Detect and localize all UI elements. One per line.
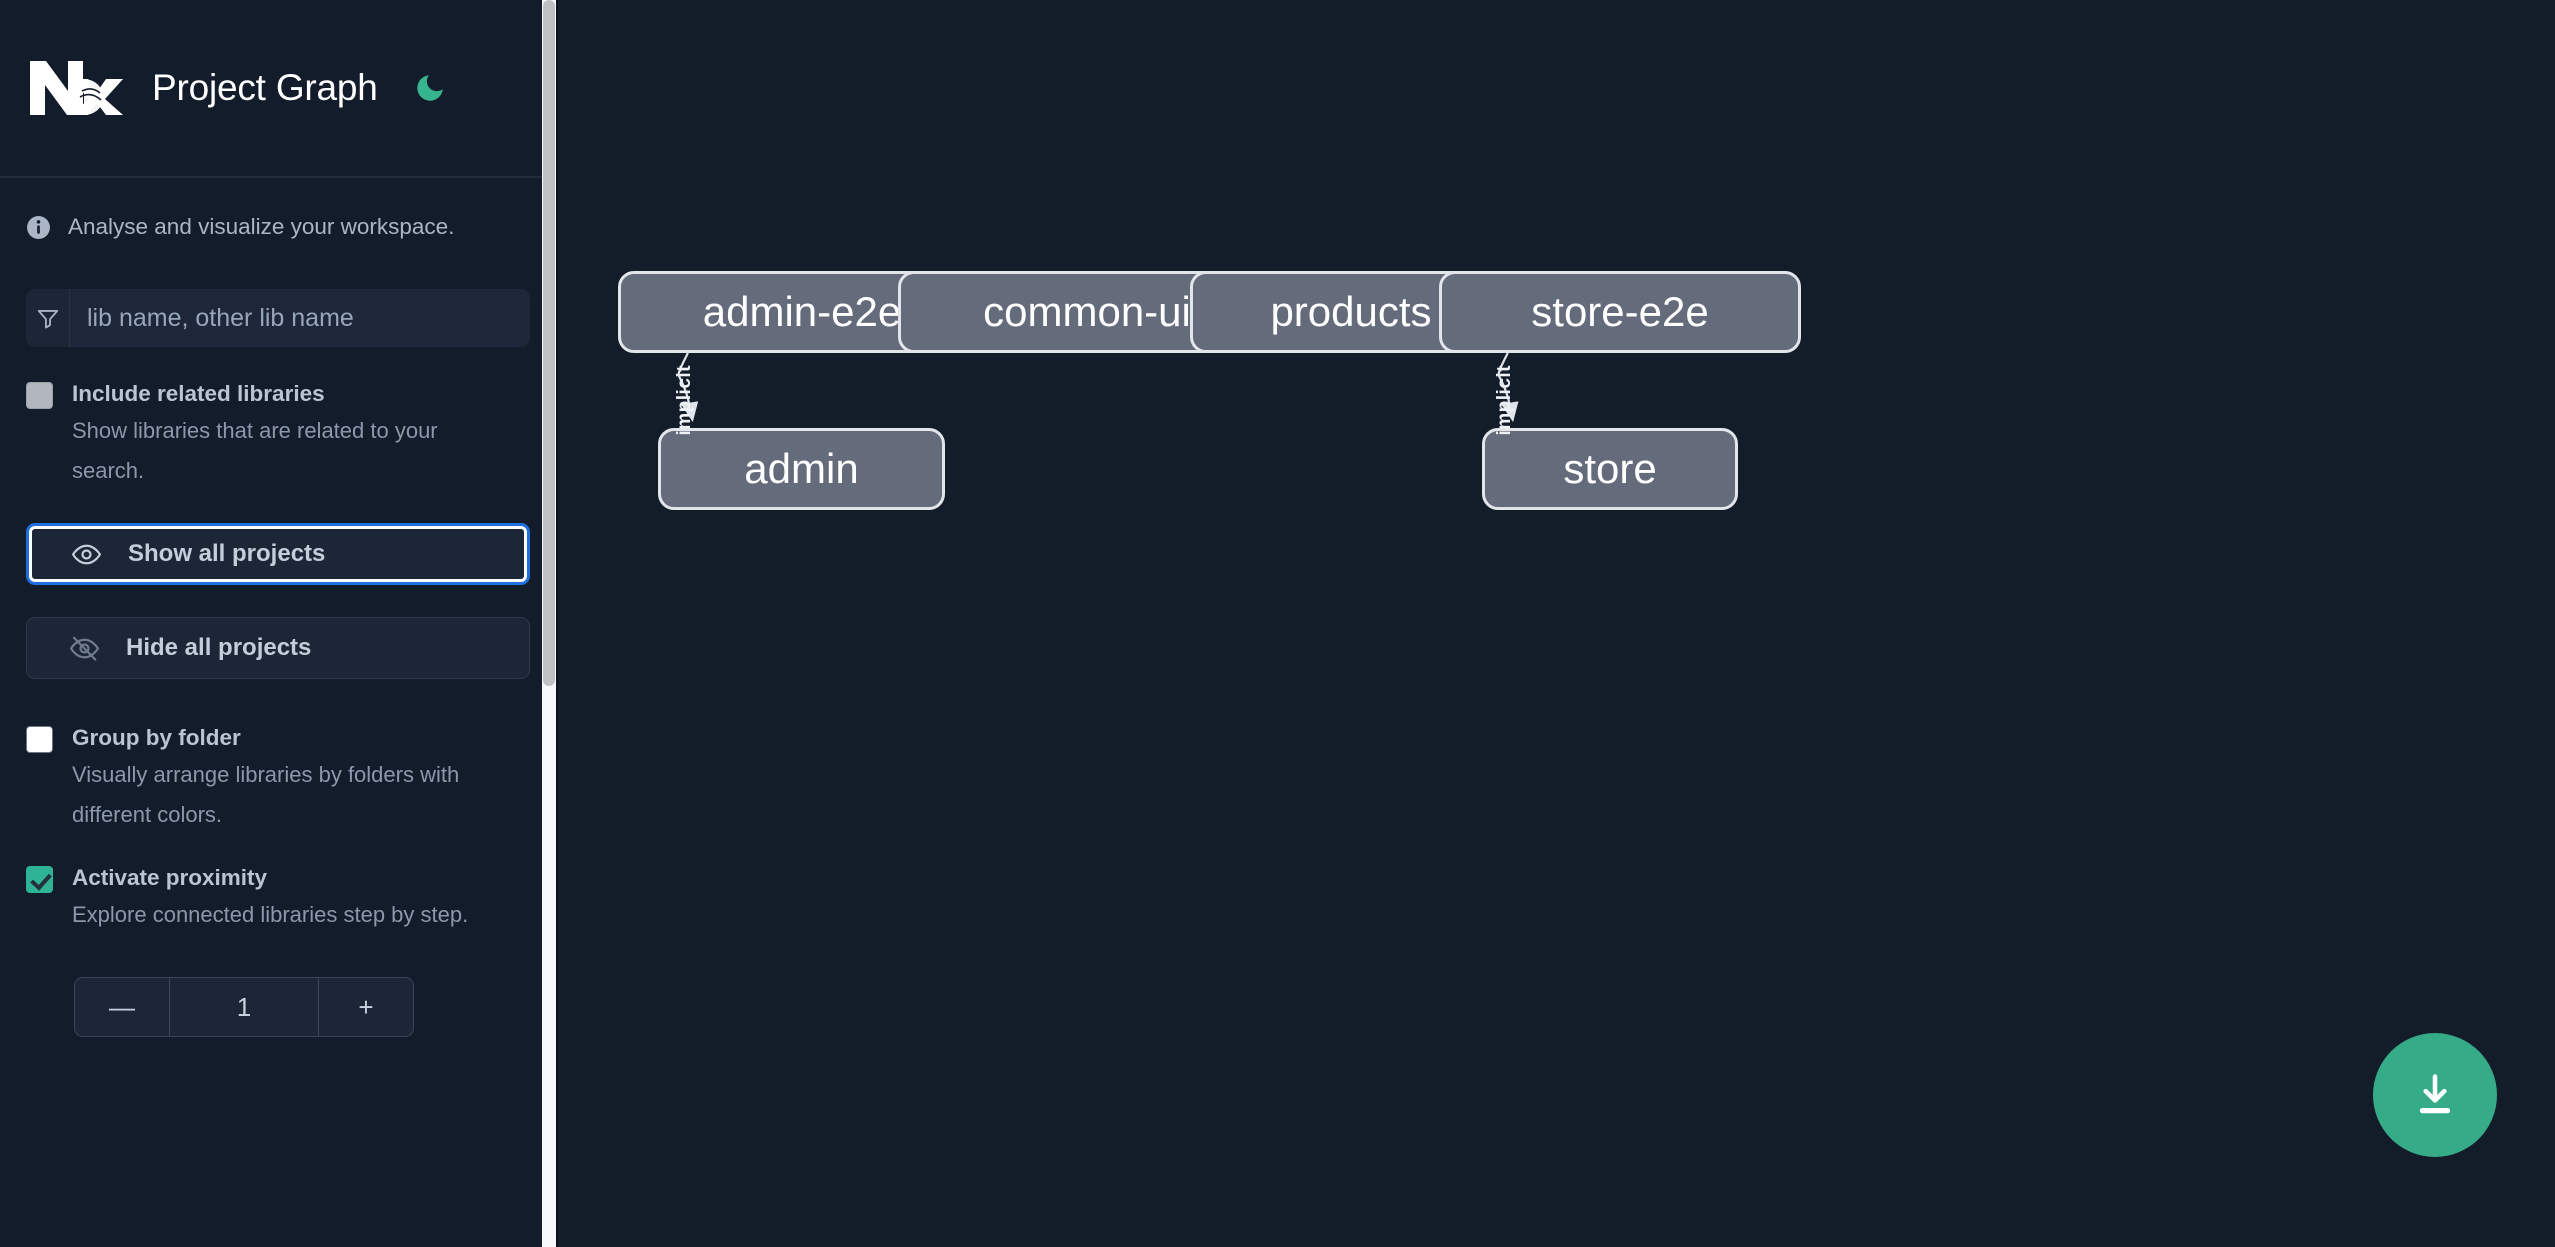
- option-description: Explore connected libraries step by step…: [72, 902, 469, 927]
- moon-icon[interactable]: [408, 66, 452, 110]
- hide-all-projects-button[interactable]: Hide all projects: [26, 617, 530, 679]
- checkbox-include-related-libraries: [26, 382, 53, 409]
- eye-off-icon: [69, 633, 104, 664]
- graph-node-store-e2e[interactable]: store-e2e: [1439, 271, 1801, 353]
- proximity-stepper[interactable]: — 1 +: [74, 977, 414, 1037]
- option-description: Visually arrange libraries by folders wi…: [72, 762, 460, 827]
- search-input[interactable]: [70, 289, 530, 347]
- download-icon: [2419, 1074, 2451, 1114]
- graph-edges: [677, 352, 1519, 423]
- sidebar-scrollbar-thumb[interactable]: [543, 0, 555, 686]
- edge-label-admin-e2e-to-admin: implicit: [673, 365, 695, 436]
- option-text: Activate proximity Explore connected lib…: [72, 861, 468, 935]
- download-graph-button[interactable]: [2373, 1033, 2497, 1157]
- option-text: Include related libraries Show libraries…: [72, 377, 512, 491]
- sidebar-scrollbar[interactable]: [542, 0, 556, 1247]
- funnel-icon: [26, 289, 70, 347]
- show-all-projects-button[interactable]: Show all projects: [26, 523, 530, 585]
- stepper-value: 1: [236, 991, 252, 1022]
- page-title: Project Graph: [152, 67, 378, 108]
- option-activate-proximity[interactable]: Activate proximity Explore connected lib…: [26, 861, 530, 935]
- graph-node-store[interactable]: store: [1482, 428, 1738, 510]
- checkbox-group-by-folder[interactable]: [26, 726, 53, 753]
- eye-icon: [71, 539, 106, 570]
- filter-box[interactable]: [26, 289, 530, 347]
- hide-all-projects-label: Hide all projects: [126, 634, 312, 661]
- edge-label-store-e2e-to-store: implicit: [1493, 365, 1515, 436]
- option-include-related-libraries[interactable]: Include related libraries Show libraries…: [26, 377, 530, 491]
- option-description: Show libraries that are related to your …: [72, 418, 438, 483]
- tagline-text: Analyse and visualize your workspace.: [68, 214, 455, 239]
- option-text: Group by folder Visually arrange librari…: [72, 721, 512, 835]
- nx-logo-icon: [26, 57, 124, 119]
- option-group-by-folder[interactable]: Group by folder Visually arrange librari…: [26, 721, 530, 835]
- sidebar-body: Analyse and visualize your workspace. In…: [0, 210, 556, 1037]
- show-all-projects-label: Show all projects: [128, 540, 326, 567]
- sidebar: Project Graph Analyse and visualize your…: [0, 0, 556, 1247]
- info-icon: [26, 215, 51, 240]
- option-label: Activate proximity: [72, 865, 268, 890]
- stepper-decrement-button[interactable]: —: [75, 978, 170, 1036]
- graph-node-admin[interactable]: admin: [658, 428, 945, 510]
- stepper-increment-button[interactable]: +: [318, 978, 413, 1036]
- sidebar-header: Project Graph: [0, 0, 556, 178]
- checkbox-activate-proximity[interactable]: [26, 866, 53, 893]
- tagline: Analyse and visualize your workspace.: [26, 210, 530, 244]
- option-label: Group by folder: [72, 725, 241, 750]
- option-label: Include related libraries: [72, 381, 325, 406]
